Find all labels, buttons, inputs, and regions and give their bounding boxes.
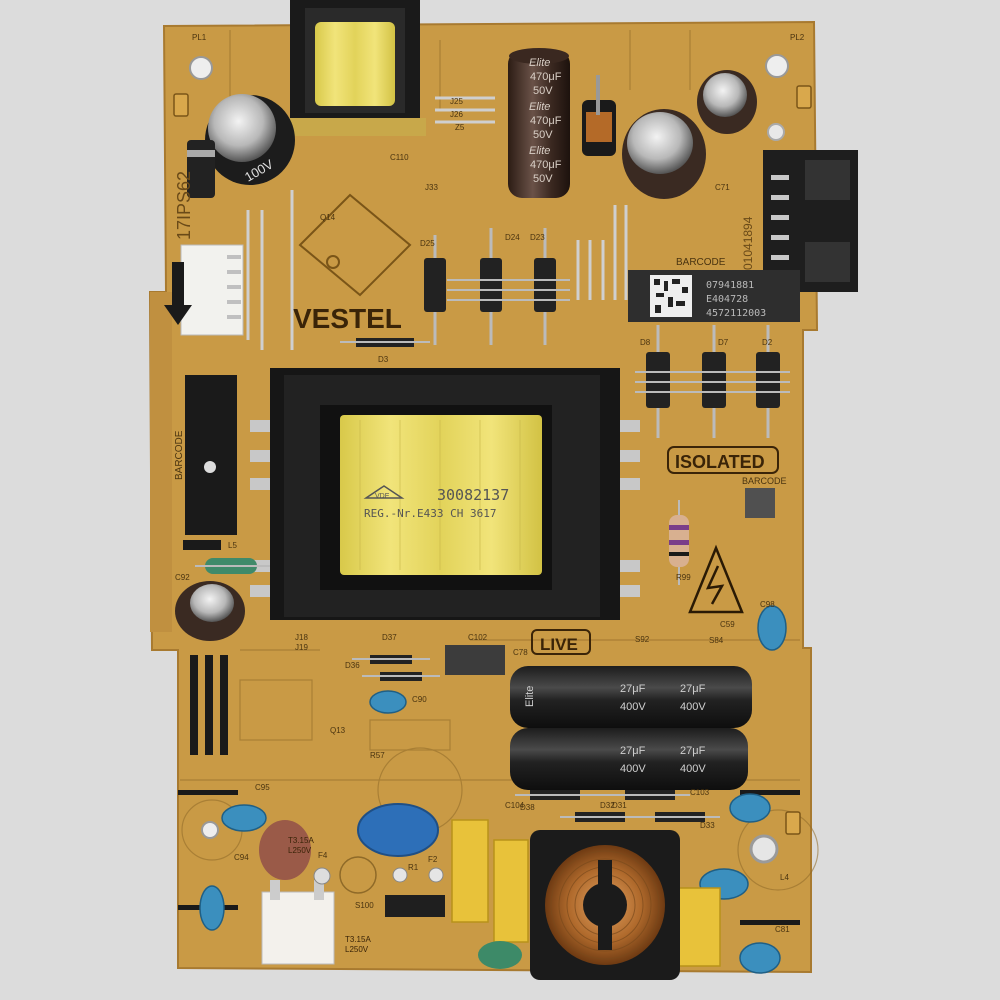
svg-text:Q14: Q14: [320, 213, 336, 222]
svg-text:T3.15A: T3.15A: [345, 935, 371, 944]
svg-text:BARCODE: BARCODE: [174, 430, 185, 480]
svg-text:Z5: Z5: [455, 123, 465, 132]
svg-text:R1: R1: [408, 863, 419, 872]
svg-text:L5: L5: [228, 541, 237, 550]
svg-text:C78: C78: [513, 648, 528, 657]
small-transformer: [284, 0, 426, 136]
svg-text:470μF: 470μF: [530, 115, 562, 127]
capacitor-100v: 100V: [205, 94, 295, 185]
svg-text:S84: S84: [709, 636, 724, 645]
svg-text:Elite: Elite: [529, 57, 550, 69]
svg-text:01041894: 01041894: [741, 216, 755, 270]
svg-text:400V: 400V: [620, 701, 646, 713]
svg-text:07941881: 07941881: [706, 280, 754, 291]
capacitor-pair: [622, 70, 757, 199]
svg-text:400V: 400V: [680, 763, 706, 775]
svg-text:C103: C103: [690, 788, 710, 797]
svg-text:R99: R99: [676, 573, 691, 582]
white-connector-left: [180, 244, 244, 336]
svg-text:D23: D23: [530, 233, 545, 242]
svg-text:S100: S100: [355, 901, 374, 910]
svg-text:17IPS62: 17IPS62: [174, 171, 194, 240]
svg-text:BARCODE: BARCODE: [676, 257, 726, 268]
svg-text:C81: C81: [775, 925, 790, 934]
svg-text:C95: C95: [255, 783, 270, 792]
output-connector: [763, 150, 858, 292]
svg-text:BARCODE: BARCODE: [742, 476, 787, 486]
svg-text:C104: C104: [505, 801, 525, 810]
svg-text:27μF: 27μF: [620, 745, 646, 757]
svg-text:J25: J25: [450, 97, 463, 106]
svg-text:D38: D38: [520, 803, 535, 812]
rectifier-diodes-top: [424, 228, 556, 345]
svg-text:C102: C102: [468, 633, 488, 642]
svg-text:J18: J18: [295, 633, 308, 642]
svg-text:30082137: 30082137: [437, 486, 509, 504]
svg-text:400V: 400V: [620, 763, 646, 775]
svg-text:D32: D32: [600, 801, 615, 810]
svg-text:D36: D36: [345, 661, 360, 670]
svg-text:D2: D2: [762, 338, 773, 347]
svg-text:C59: C59: [720, 620, 735, 629]
svg-text:L4: L4: [780, 873, 789, 882]
svg-text:PL2: PL2: [790, 33, 805, 42]
svg-text:50V: 50V: [533, 173, 553, 185]
svg-text:PL1: PL1: [192, 33, 207, 42]
svg-text:ISOLATED: ISOLATED: [675, 452, 765, 472]
svg-text:C98: C98: [760, 600, 775, 609]
svg-text:S92: S92: [635, 635, 650, 644]
svg-text:27μF: 27μF: [680, 683, 706, 695]
svg-text:J33: J33: [425, 183, 438, 192]
svg-text:J19: J19: [295, 643, 308, 652]
bulk-capacitors: Elite 27μF 400V 27μF 400V 27μF 400V 27μF…: [510, 666, 752, 790]
svg-text:R57: R57: [370, 751, 385, 760]
svg-text:D33: D33: [700, 821, 715, 830]
svg-text:E404728: E404728: [706, 294, 748, 305]
svg-text:D3: D3: [378, 355, 389, 364]
svg-text:F4: F4: [318, 851, 328, 860]
svg-text:J26: J26: [450, 110, 463, 119]
svg-text:Elite: Elite: [529, 145, 550, 157]
svg-text:Q13: Q13: [330, 726, 346, 735]
capacitor-470uf: Elite 470μF 50V Elite 470μF 50V Elite 47…: [508, 48, 570, 198]
svg-text:C94: C94: [234, 853, 249, 862]
common-mode-choke: [530, 830, 680, 980]
svg-text:470μF: 470μF: [530, 159, 562, 171]
svg-text:VDE: VDE: [375, 493, 390, 500]
svg-text:C71: C71: [715, 183, 730, 192]
barcode-sticker: 07941881 E404728 4572112003: [628, 270, 800, 322]
svg-text:50V: 50V: [533, 85, 553, 97]
svg-text:REG.-Nr.E433 CH 3617: REG.-Nr.E433 CH 3617: [364, 507, 496, 520]
svg-text:VESTEL: VESTEL: [293, 303, 402, 334]
svg-text:L250V: L250V: [345, 945, 369, 954]
svg-text:C92: C92: [175, 573, 190, 582]
svg-text:Elite: Elite: [524, 686, 536, 707]
svg-text:50V: 50V: [533, 129, 553, 141]
svg-text:Elite: Elite: [529, 101, 550, 113]
svg-text:4572112003: 4572112003: [706, 308, 766, 319]
main-transformer: VDE 30082137 REG.-Nr.E433 CH 3617: [250, 368, 640, 620]
svg-text:470μF: 470μF: [530, 71, 562, 83]
svg-text:D8: D8: [640, 338, 651, 347]
svg-text:D31: D31: [612, 801, 627, 810]
svg-text:D25: D25: [420, 239, 435, 248]
svg-text:D24: D24: [505, 233, 520, 242]
rectifier-diodes-right: [635, 325, 790, 438]
svg-text:C110: C110: [390, 153, 409, 162]
svg-text:T3.15A: T3.15A: [288, 836, 314, 845]
svg-text:L250V: L250V: [288, 846, 312, 855]
svg-text:D37: D37: [382, 633, 397, 642]
svg-text:C90: C90: [412, 695, 427, 704]
svg-text:400V: 400V: [680, 701, 706, 713]
svg-text:27μF: 27μF: [680, 745, 706, 757]
svg-text:27μF: 27μF: [620, 683, 646, 695]
svg-text:F2: F2: [428, 855, 438, 864]
svg-text:LIVE: LIVE: [540, 635, 578, 654]
svg-text:D7: D7: [718, 338, 729, 347]
